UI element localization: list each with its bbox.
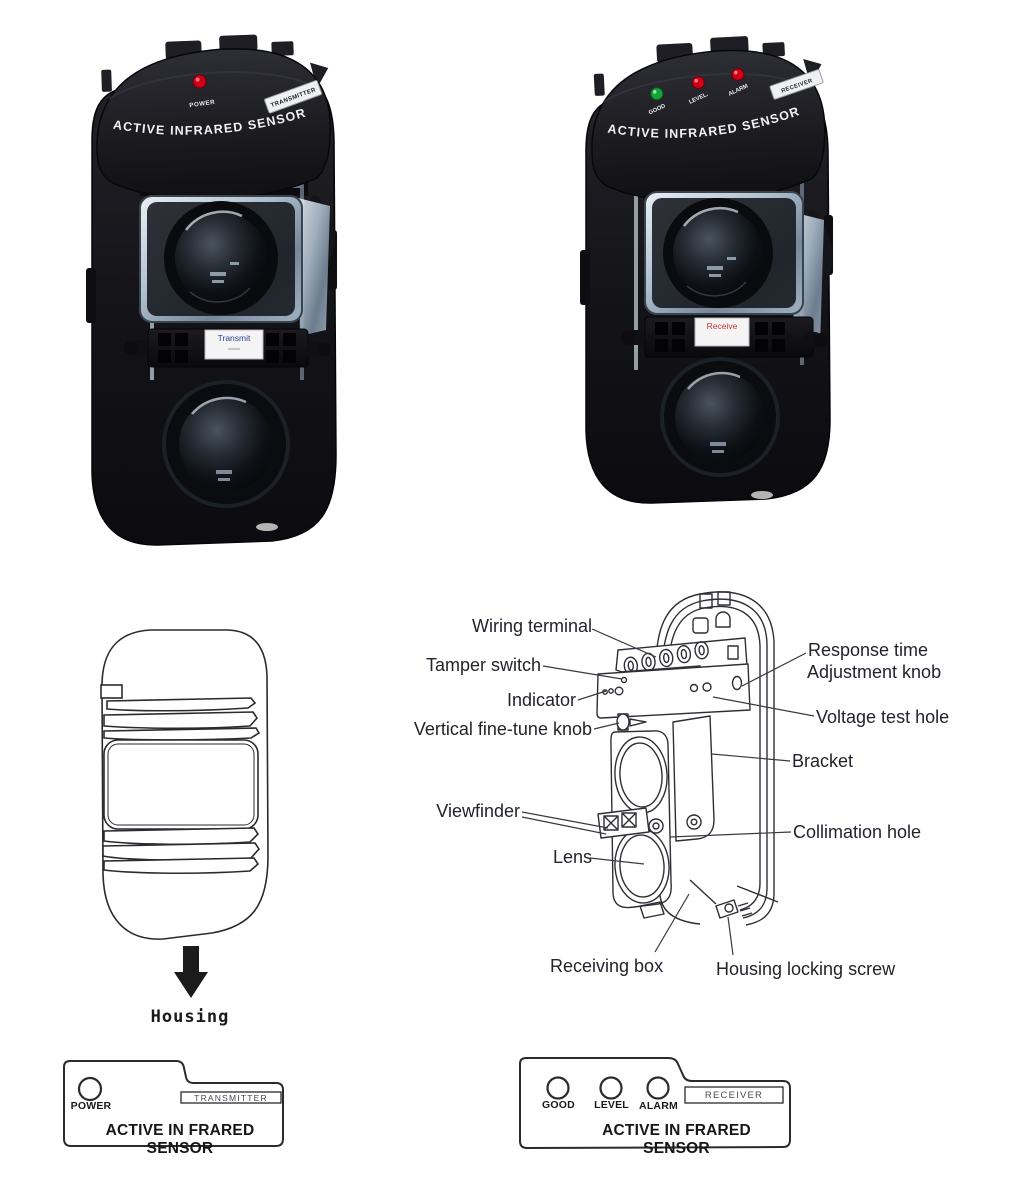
panel-receiver-badge: RECEIVER [704,1089,764,1101]
transmit-sticker-label: Transmit [218,333,251,343]
leader-lines [521,628,815,956]
receiver-cap: GOOD LEVEL. ALARM RECEIVER ACTIVE INFRAR… [591,36,826,203]
level-led-icon [691,76,705,90]
alarm-led-icon [731,67,745,81]
label-tamper-switch: Tamper switch [425,655,541,675]
panel-power-led-icon [77,1076,103,1102]
receiver-upper-lens [673,208,763,298]
transmitter-photo: POWER TRANSMITTER ACTIVE INFRARED SENSOR [86,34,337,546]
parts-drawing [596,591,779,926]
label-lens: Lens [552,847,592,867]
panel-transmitter-title: ACTIVE IN FRARED SENSOR [105,1122,255,1157]
panel-alarm-label: ALARM [639,1100,678,1112]
down-arrow-icon [174,946,208,998]
transmitter-upper-lens [175,212,267,304]
label-response-time-1: Response time [808,640,929,660]
label-housing-locking-screw: Housing locking screw [716,959,896,979]
panel-level-label: LEVEL [594,1099,629,1111]
label-vertical-fine-tune-knob: Vertical fine-tune knob [413,719,592,739]
good-led-icon [650,87,664,101]
label-viewfinder: Viewfinder [436,801,520,821]
panel-transmitter-badge: TRANSMITTER [194,1092,268,1103]
panel-transmitter-badge-box [180,1091,282,1104]
panel-receiver-title: ACTIVE IN FRARED SENSOR [602,1122,751,1157]
panel-power-label: POWER [70,1100,112,1112]
label-collimation-hole: Collimation hole [793,822,922,842]
label-bracket: Bracket [792,751,854,771]
label-wiring-terminal: Wiring terminal [471,616,592,636]
power-led-icon [192,74,207,89]
label-indicator: Indicator [506,690,576,710]
transmitter-lower-lens [179,397,273,491]
panel-receiver-badge-box [684,1086,784,1104]
receive-sticker [694,317,750,347]
panel-good-label: GOOD [542,1099,575,1111]
receive-sticker-label: Receive [707,321,738,331]
housing-caption: Housing [150,1007,230,1027]
power-led-label: POWER [189,99,216,110]
receiver-panel-drawing [519,1057,791,1150]
transmitter-panel-drawing [63,1060,284,1147]
panel-level-led-icon [599,1076,623,1100]
panel-good-led-icon [546,1076,570,1100]
panel-alarm-led-icon [646,1076,670,1100]
housing-drawing [100,629,269,998]
label-response-time-2: Adjustment knob [807,662,942,682]
label-voltage-test-hole: Voltage test hole [816,707,950,727]
receiver-photo: GOOD LEVEL. ALARM RECEIVER ACTIVE INFRAR… [580,36,833,504]
transmitter-cap: POWER TRANSMITTER ACTIVE INFRARED SENSOR [96,34,332,201]
transmit-sticker [204,329,264,360]
receiver-lower-lens [675,372,765,462]
label-receiving-box: Receiving box [550,956,664,976]
